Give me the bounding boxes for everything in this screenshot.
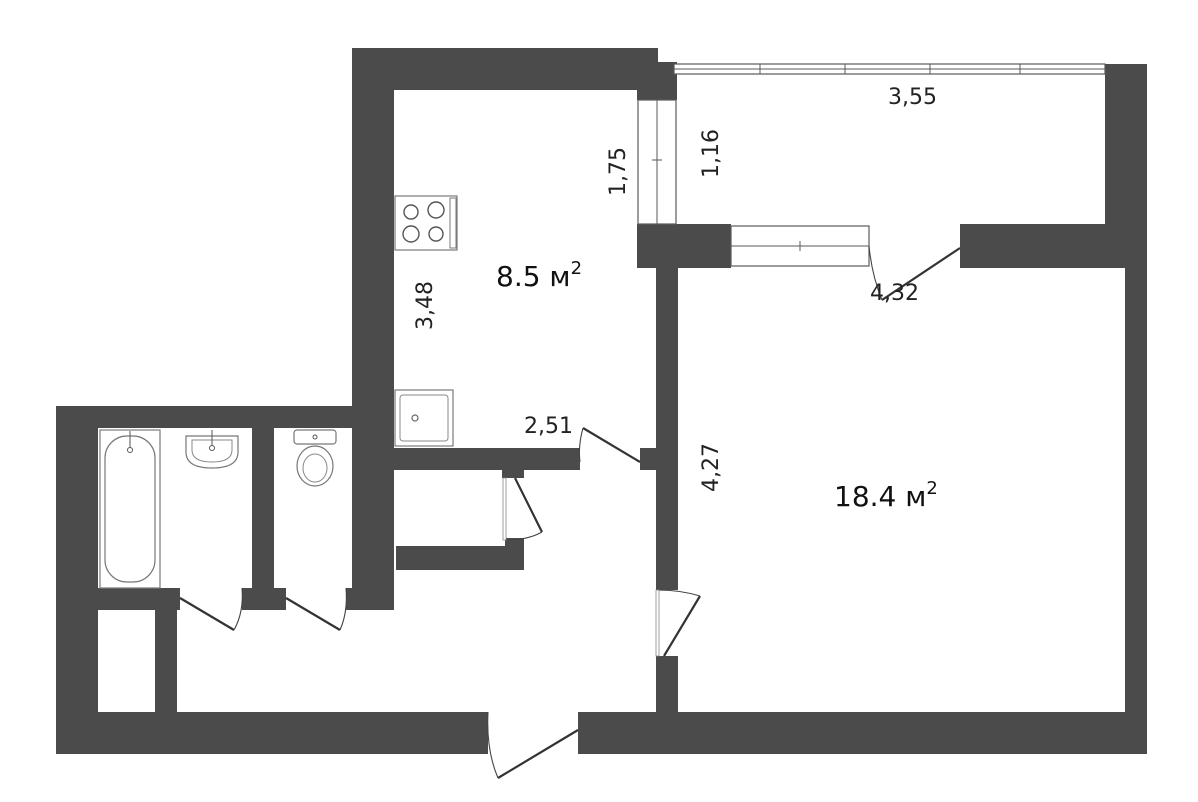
door-jamb — [640, 448, 678, 470]
wc-right-bottom — [346, 588, 394, 610]
windows — [637, 63, 1106, 267]
bottom-wall-left — [56, 712, 488, 754]
living-area-label: 18.4 м2 — [834, 478, 938, 513]
bath-bottom-wall — [98, 588, 180, 610]
bath-left-wall — [56, 406, 98, 754]
balcony-width-label: 3,55 — [888, 85, 937, 110]
kitchen-length-label: 3,48 — [413, 281, 438, 330]
bath-top-wall — [56, 406, 356, 428]
walls — [56, 48, 1147, 754]
balcony-bottom-right — [960, 224, 1147, 268]
kitchen-window-side-label: 1,75 — [606, 147, 631, 196]
entrance-door-arc — [487, 711, 499, 779]
fixtures — [99, 195, 458, 589]
bathtub-icon — [99, 429, 161, 589]
kitchen-area-label: 8.5 м2 — [496, 258, 582, 293]
living-area-sup: 2 — [926, 478, 937, 499]
closet-bottom-wall — [396, 546, 524, 570]
toilet-icon — [293, 429, 337, 487]
bathroom-door-leaf — [179, 597, 235, 631]
living-door-leaf — [663, 595, 701, 657]
bath-wc-partition — [252, 428, 274, 610]
balcony-right-wall — [1105, 64, 1147, 230]
closet-post — [502, 470, 524, 478]
kitchen-right-lower-block — [637, 224, 677, 268]
living-area-value: 18.4 м — [834, 480, 926, 513]
living-right-wall — [1125, 224, 1147, 754]
living-width-label: 4,32 — [870, 281, 919, 306]
kitchen-area-value: 8.5 м — [496, 260, 571, 293]
kitchen-corner-block — [637, 62, 677, 100]
storage-divider — [155, 610, 177, 712]
kitchen-top-wall — [352, 48, 658, 90]
balcony-door-arc — [868, 245, 883, 301]
partition-living-hall — [656, 470, 678, 590]
balcony-bottom-left — [677, 224, 731, 268]
kitchen-door-arc — [578, 427, 584, 463]
labels: 3,55 1,16 1,75 3,48 2,51 4,32 4,27 8.5 м… — [413, 85, 938, 513]
kitchen-area-sup: 2 — [571, 258, 582, 279]
bottom-wall-right — [578, 712, 1147, 754]
bath-wc-bottom — [242, 588, 286, 610]
wc-door-leaf — [285, 597, 341, 631]
kitchen-sink-icon — [394, 389, 454, 447]
closet-side — [505, 538, 524, 548]
entrance-door-leaf — [497, 729, 579, 779]
balcony-door-leaf — [881, 247, 961, 301]
bathroom-door-arc — [233, 587, 243, 631]
kitchen-width-label: 2,51 — [524, 414, 573, 439]
bathroom-sink-icon — [185, 430, 239, 469]
wc-door-arc — [339, 587, 347, 631]
closet-door-leaf — [514, 477, 543, 533]
partition-living-hall-low — [656, 656, 678, 714]
living-door-arc — [657, 589, 701, 597]
closet-door-arc — [505, 531, 543, 541]
balcony-depth-label: 1,16 — [699, 129, 724, 178]
kitchen-left-wall — [352, 48, 394, 610]
stove-icon — [394, 195, 458, 251]
kitchen-bottom-wall — [394, 448, 580, 470]
kitchen-door-leaf — [582, 427, 641, 463]
living-length-label: 4,27 — [699, 443, 724, 492]
partition-kitchen-living — [656, 266, 678, 448]
doors — [179, 245, 961, 779]
